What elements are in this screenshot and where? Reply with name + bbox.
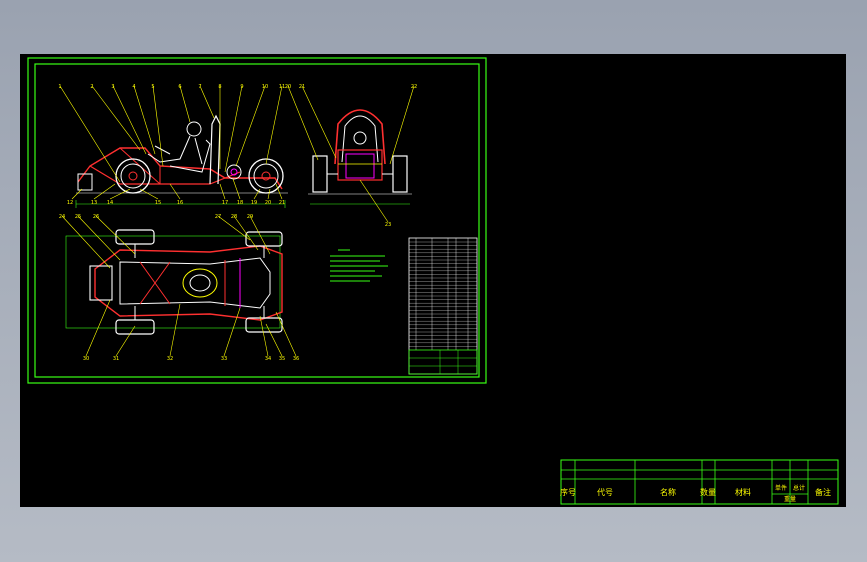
header-total-weight: 总计: [793, 484, 805, 492]
balloon: 31: [113, 356, 119, 362]
technical-notes: [330, 249, 388, 282]
balloon: 7: [198, 84, 201, 90]
header-serial: 序号: [560, 487, 576, 497]
header-material: 材料: [735, 487, 751, 497]
balloon: 28: [231, 214, 237, 220]
balloon: 33: [221, 356, 227, 362]
balloon: 8: [218, 84, 221, 90]
balloon: 27: [215, 214, 221, 220]
balloon: 18: [237, 200, 243, 206]
rear-view: 20 21 22 23: [285, 84, 417, 228]
header-unit-weight: 单件: [775, 484, 787, 492]
balloon: 5: [151, 84, 154, 90]
balloon: 20: [285, 84, 291, 90]
balloon: 30: [83, 356, 89, 362]
side-view-balloons-top: 1 2 3 4 5 6 7 8 9 10 11: [58, 84, 285, 90]
balloon: 9: [240, 84, 243, 90]
header-remarks: 备注: [815, 487, 831, 497]
front-wheel-side: [115, 158, 151, 194]
balloon: 34: [265, 356, 271, 362]
header-quantity: 数量: [700, 487, 716, 497]
balloon: 2: [90, 84, 93, 90]
balloon: 23: [385, 222, 391, 228]
balloon: 17: [222, 200, 228, 206]
header-code: 代号: [597, 487, 613, 497]
balloon: 21: [299, 84, 305, 90]
balloon: 35: [279, 356, 285, 362]
top-view: 24 25 26 27 28 29 30 31 32 33 34 35 36: [59, 214, 299, 362]
side-view-leaders: [59, 85, 283, 183]
parts-table-header: 序号 代号 名称 数量 材料 单件 总计 重量 备注: [560, 459, 839, 505]
header-weight: 重量: [784, 495, 796, 503]
balloon: 19: [251, 200, 257, 206]
balloon: 10: [262, 84, 268, 90]
rear-wheel-side: [248, 158, 284, 194]
balloon: 16: [177, 200, 183, 206]
balloon: 32: [167, 356, 173, 362]
side-view: [75, 114, 288, 208]
balloon: 36: [293, 356, 299, 362]
balloon: 15: [155, 200, 161, 206]
cad-drawing-canvas[interactable]: 1 2 3 4 5 6 7 8 9 10 11 12 13 14 15 16 1…: [20, 54, 846, 507]
balloon: 26: [93, 214, 99, 220]
balloon: 6: [178, 84, 181, 90]
balloon: 13: [91, 200, 97, 206]
balloon: 20: [265, 200, 271, 206]
balloon: 4: [132, 84, 135, 90]
balloon: 24: [59, 214, 65, 220]
header-name: 名称: [660, 487, 676, 497]
balloon: 22: [411, 84, 417, 90]
balloon: 11: [279, 84, 285, 90]
balloon: 21: [279, 200, 285, 206]
balloon: 3: [111, 84, 114, 90]
bill-of-materials: [408, 237, 478, 375]
balloon: 1: [58, 84, 61, 90]
side-view-balloons-bottom: [71, 178, 283, 200]
side-view-balloon-labels-bottom: 12 13 14 15 16 17 18 19 20 21: [67, 200, 285, 206]
balloon: 29: [247, 214, 253, 220]
balloon: 25: [75, 214, 81, 220]
balloon: 14: [107, 200, 113, 206]
drawing-sheet: [27, 57, 487, 384]
balloon: 12: [67, 200, 73, 206]
